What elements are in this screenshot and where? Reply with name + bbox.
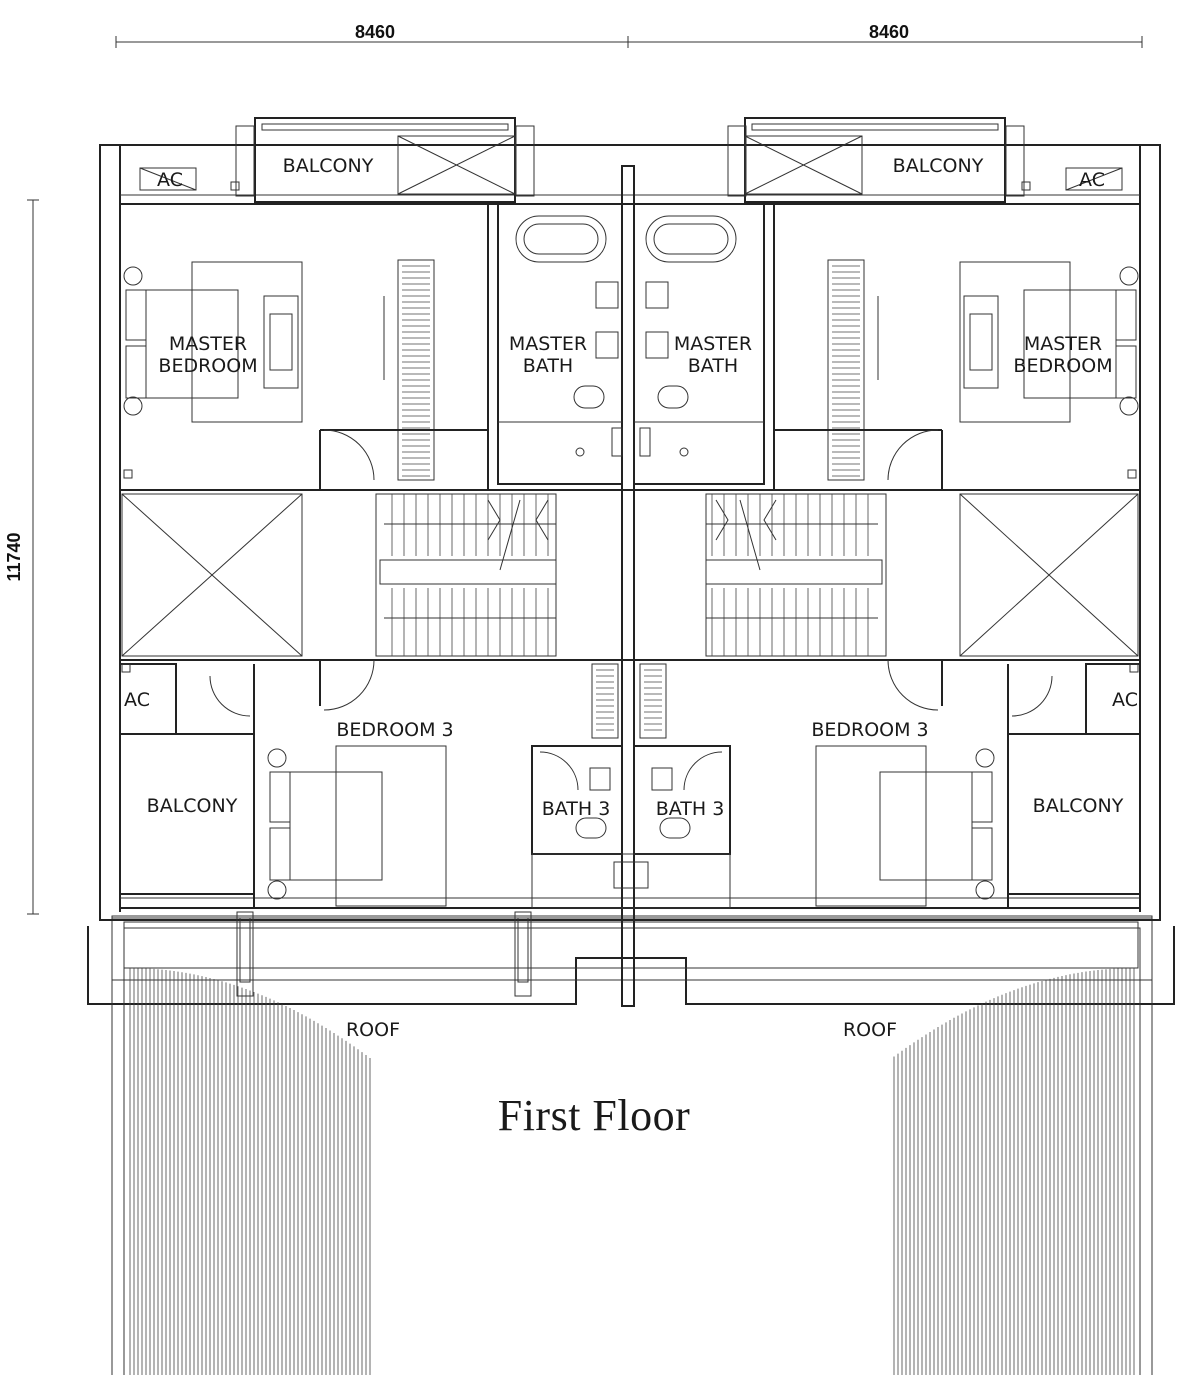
label-master-bath-left-2: BATH <box>523 355 573 377</box>
master-bath-fixtures <box>497 203 765 485</box>
label-master-bath-left-1: MASTER <box>509 333 587 355</box>
dimension-width-right: 8460 <box>869 22 909 42</box>
dimension-lines <box>27 36 1143 915</box>
party-wall <box>621 165 635 1007</box>
label-bath3-left: BATH 3 <box>542 798 611 820</box>
bedroom3-furniture <box>267 659 995 907</box>
label-balcony-top-right: BALCONY <box>893 155 984 177</box>
label-bedroom3-left: BEDROOM 3 <box>336 719 453 741</box>
label-master-bedroom-right-2: BEDROOM <box>1013 355 1112 377</box>
dimension-width-left: 8460 <box>355 22 395 42</box>
label-balcony-mid-right: BALCONY <box>1033 795 1124 817</box>
label-balcony-mid-left: BALCONY <box>147 795 238 817</box>
label-ac-mid-right: AC <box>1112 689 1138 711</box>
mid-balconies <box>119 663 1141 908</box>
label-master-bedroom-left-1: MASTER <box>169 333 247 355</box>
dimension-depth: 11740 <box>4 532 24 581</box>
staircases <box>375 265 887 731</box>
label-balcony-top-left: BALCONY <box>283 155 374 177</box>
void-openings <box>121 493 1139 657</box>
label-roof-left: ROOF <box>346 1019 400 1041</box>
top-balconies <box>139 117 1123 203</box>
floor-caption: First Floor <box>497 1091 691 1140</box>
label-ac-top-left: AC <box>157 169 183 191</box>
roof-outline <box>87 915 1175 1375</box>
roof-hatching <box>129 968 1135 1375</box>
label-roof-right: ROOF <box>843 1019 897 1041</box>
label-ac-top-right: AC <box>1079 169 1105 191</box>
roof-posts <box>236 911 532 997</box>
label-master-bedroom-left-2: BEDROOM <box>158 355 257 377</box>
label-master-bath-right-2: BATH <box>688 355 738 377</box>
bath3-fixtures <box>531 663 731 909</box>
master-bedroom-furniture <box>123 204 1139 490</box>
label-bedroom3-right: BEDROOM 3 <box>811 719 928 741</box>
label-master-bedroom-right-1: MASTER <box>1024 333 1102 355</box>
label-master-bath-right-1: MASTER <box>674 333 752 355</box>
label-bath3-right: BATH 3 <box>656 798 725 820</box>
label-ac-mid-left: AC <box>124 689 150 711</box>
